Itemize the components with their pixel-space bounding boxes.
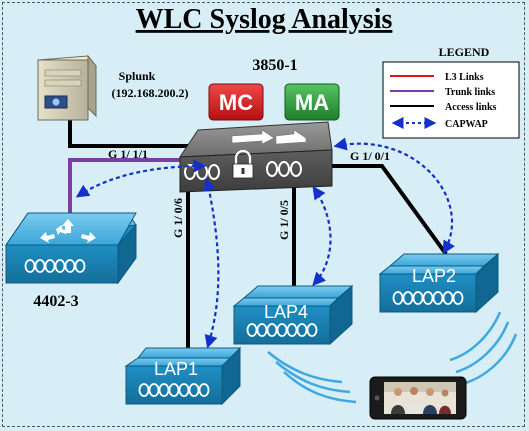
legend: LEGEND L3 Links Trunk links Access links… (382, 45, 520, 139)
legend-label-access: Access links (445, 102, 497, 113)
lap2-icon (378, 252, 500, 314)
mc-badge: MC (208, 83, 264, 121)
mc-badge-label: MC (219, 90, 253, 115)
capwap-lap2-switch (333, 137, 455, 255)
lock-icon (232, 149, 254, 179)
switch-name: 3850-1 (252, 57, 297, 74)
link-splunk-switch (68, 118, 200, 148)
diagram-title: WLC Syslog Analysis (136, 4, 393, 35)
wireless-waves-lap2 (449, 311, 518, 386)
capwap-controller-switch (75, 159, 207, 198)
port-label-g101: G 1/ 0/1 (350, 149, 390, 163)
controller-name: 4402-3 (33, 293, 78, 310)
controller-4402-icon (4, 212, 137, 285)
ma-badge: MA (284, 83, 340, 121)
lap4-label: LAP4 (264, 302, 308, 322)
diagram-frame (2, 2, 525, 427)
lap4-icon (232, 284, 354, 346)
capwap-lap4-switch (312, 185, 332, 286)
port-label-g111: G 1/ 1/1 (108, 147, 148, 161)
legend-label-trunk: Trunk links (445, 87, 495, 98)
lap1-label: LAP1 (154, 359, 198, 379)
switch-3850-icon (179, 121, 333, 193)
splunk-name: Splunk (119, 69, 156, 83)
splunk-ip: (192.168.200.2) (112, 86, 189, 100)
lap2-label: LAP2 (412, 266, 456, 286)
ma-badge-label: MA (295, 90, 329, 115)
tablet-video-call-icon (369, 376, 467, 420)
lap1-icon (124, 346, 242, 406)
legend-label-capwap: CAPWAP (445, 119, 488, 130)
port-label-g105: G 1/ 0/5 (277, 200, 291, 240)
port-label-g106: G 1/ 0/6 (171, 198, 185, 238)
capwap-lap1-switch (202, 177, 220, 349)
wireless-waves-lap4 (267, 351, 357, 404)
legend-label-l3: L3 Links (445, 72, 484, 83)
link-lap2 (332, 164, 448, 256)
splunk-server-icon (37, 54, 97, 121)
legend-title: LEGEND (439, 45, 490, 59)
